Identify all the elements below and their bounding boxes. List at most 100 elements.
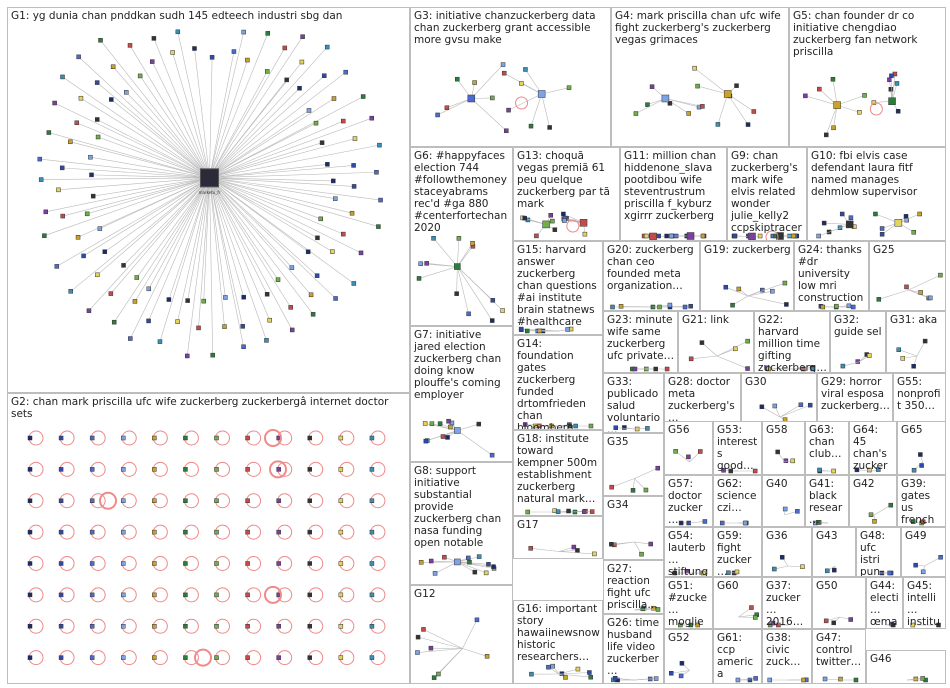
graph-node[interactable] (369, 655, 375, 660)
graph-node[interactable] (561, 211, 566, 217)
group-panel-g60[interactable]: G60 (713, 577, 762, 629)
graph-node[interactable] (300, 34, 305, 39)
graph-node[interactable] (648, 541, 653, 547)
group-panel-g13[interactable]: G13: choquã vegas premiã 61 peu quelque … (513, 147, 620, 241)
group-panel-g46[interactable]: G46 (866, 650, 946, 684)
graph-node[interactable] (121, 624, 126, 629)
graph-node[interactable] (936, 622, 941, 628)
graph-node[interactable] (121, 529, 126, 535)
graph-node[interactable] (550, 663, 555, 669)
graph-node[interactable] (566, 85, 572, 90)
graph-node[interactable] (58, 561, 64, 566)
group-panel-g14[interactable]: G14: foundation gates zuckerberg funded … (513, 335, 603, 430)
graph-node[interactable] (817, 467, 822, 473)
graph-node[interactable] (454, 558, 461, 566)
graph-node[interactable] (38, 177, 44, 182)
graph-node[interactable] (276, 561, 281, 566)
graph-node[interactable] (351, 281, 357, 286)
graph-node[interactable] (134, 275, 140, 280)
graph-node[interactable] (424, 261, 429, 266)
graph-node[interactable] (686, 454, 691, 460)
graph-node[interactable] (840, 363, 846, 369)
graph-node[interactable] (201, 298, 206, 304)
graph-node[interactable] (245, 435, 250, 441)
graph-node[interactable] (673, 449, 678, 454)
graph-node[interactable] (276, 498, 281, 503)
graph-node[interactable] (94, 117, 100, 122)
graph-node[interactable] (910, 519, 916, 524)
graph-node[interactable] (175, 29, 181, 35)
graph-node[interactable] (170, 50, 175, 55)
graph-node[interactable] (341, 118, 346, 124)
graph-node[interactable] (532, 423, 538, 429)
graph-node[interactable] (432, 571, 438, 576)
group-panel-g62[interactable]: G62: science czi… (713, 475, 762, 527)
graph-node[interactable] (736, 286, 742, 292)
graph-node[interactable] (307, 592, 312, 598)
graph-node[interactable] (54, 264, 60, 269)
graph-node[interactable] (879, 232, 885, 237)
graph-node[interactable] (152, 592, 157, 598)
graph-node[interactable] (267, 317, 272, 323)
graph-node[interactable] (816, 233, 821, 239)
graph-node[interactable] (588, 674, 593, 680)
graph-node[interactable] (89, 529, 95, 535)
graph-node[interactable] (314, 273, 320, 278)
graph-node[interactable] (522, 422, 528, 427)
graph-node[interactable] (445, 435, 450, 440)
graph-node[interactable] (552, 227, 558, 232)
graph-node[interactable] (276, 529, 281, 535)
group-panel-g65[interactable]: G65 (897, 421, 946, 475)
graph-node[interactable] (241, 344, 246, 349)
graph-node[interactable] (887, 570, 892, 576)
graph-node[interactable] (245, 57, 250, 63)
graph-node[interactable] (265, 31, 271, 36)
graph-node[interactable] (331, 178, 336, 184)
graph-node[interactable] (338, 435, 344, 441)
graph-node[interactable] (657, 304, 662, 310)
group-panel-g17[interactable]: G17 (513, 516, 603, 559)
graph-node[interactable] (183, 592, 188, 598)
graph-node[interactable] (639, 551, 644, 557)
graph-node[interactable] (284, 77, 289, 83)
graph-node[interactable] (798, 402, 804, 408)
graph-node[interactable] (360, 94, 366, 99)
graph-node[interactable] (89, 561, 95, 566)
graph-node[interactable] (810, 366, 815, 372)
hub-node[interactable] (200, 168, 219, 188)
graph-node[interactable] (695, 622, 700, 628)
graph-node[interactable] (166, 297, 172, 302)
graph-node[interactable] (566, 508, 571, 514)
graph-node[interactable] (470, 240, 475, 246)
graph-node[interactable] (643, 487, 649, 493)
group-panel-g9[interactable]: G9: chan zuckerberg's mark wife elvis re… (727, 147, 807, 241)
graph-node[interactable] (682, 304, 688, 310)
group-panel-g35[interactable]: G35 (603, 433, 664, 496)
group-panel-g47[interactable]: G47: control twitter… (812, 629, 866, 684)
graph-node[interactable] (183, 529, 188, 535)
graph-node[interactable] (27, 561, 33, 566)
graph-node[interactable] (68, 289, 73, 294)
graph-node[interactable] (418, 261, 423, 266)
graph-node[interactable] (770, 288, 775, 294)
group-panel-g61[interactable]: G61: ccp america (713, 629, 762, 684)
graph-node[interactable] (726, 570, 731, 575)
graph-node[interactable] (183, 655, 188, 660)
graph-node[interactable] (918, 290, 923, 295)
graph-node[interactable] (655, 465, 661, 471)
graph-node[interactable] (474, 617, 480, 623)
graph-node[interactable] (504, 128, 509, 134)
graph-node[interactable] (645, 102, 650, 107)
graph-node[interactable] (152, 624, 157, 629)
graph-node[interactable] (76, 54, 81, 60)
group-panel-g24[interactable]: G24: thanks #dr university low mri const… (794, 241, 869, 311)
graph-node[interactable] (748, 232, 756, 240)
graph-node[interactable] (307, 655, 312, 660)
graph-node[interactable] (834, 303, 839, 309)
graph-node[interactable] (90, 193, 96, 199)
graph-node[interactable] (149, 59, 155, 64)
graph-node[interactable] (903, 214, 909, 219)
graph-node[interactable] (490, 95, 495, 101)
graph-node[interactable] (121, 435, 126, 441)
group-panel-g22[interactable]: G22: harvard million time gifting zucker… (754, 311, 830, 373)
